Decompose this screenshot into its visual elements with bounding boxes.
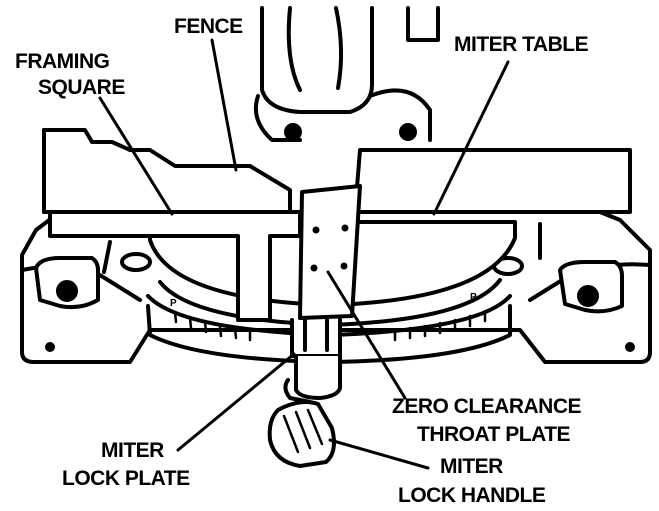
leader-lock-plate [176, 352, 296, 452]
saw-arm [253, 6, 440, 142]
label-miter-lock-handle-line2: LOCK HANDLE [398, 484, 546, 507]
svg-text:P: P [170, 298, 177, 309]
label-miter-table: MITER TABLE [454, 33, 589, 56]
label-zero-clearance-line1: ZERO CLEARANCE [392, 395, 581, 418]
label-miter-lock-plate-line1: MITER [101, 439, 164, 462]
svg-text:P: P [470, 292, 477, 303]
throat-plate [298, 184, 362, 320]
label-framing-square-line1: FRAMING [15, 50, 110, 73]
label-miter-lock-plate-line2: LOCK PLATE [62, 467, 190, 490]
leader-miter-table [432, 60, 510, 216]
leader-framing-square [98, 96, 174, 216]
miter-lock-handle [267, 354, 342, 468]
leader-lines [98, 38, 510, 470]
label-framing-square-line2: SQUARE [38, 76, 125, 99]
leader-throat-plate [326, 270, 407, 400]
label-fence: FENCE [174, 15, 243, 38]
label-miter-lock-handle-line1: MITER [440, 455, 503, 478]
miter-lock-plate [290, 318, 342, 358]
label-zero-clearance-line2: THROAT PLATE [417, 423, 571, 446]
leader-fence [210, 38, 238, 172]
leader-lock-handle [328, 438, 430, 470]
